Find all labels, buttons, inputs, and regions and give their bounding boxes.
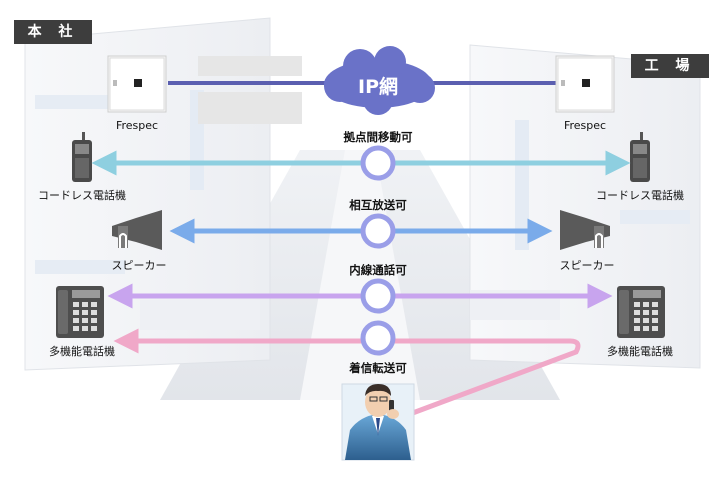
businessman-on-phone-icon	[341, 383, 415, 461]
cordless-phone-left-label: コードレス電話機	[38, 189, 126, 202]
feature-extension-call-label: 内線通話可	[349, 263, 407, 277]
frespec-left-label: Frespec	[115, 119, 159, 132]
feature-broadcast-label: 相互放送可	[349, 198, 407, 212]
cordless-phone-right-label: コードレス電話機	[596, 189, 684, 202]
cordless-phone-right-icon	[630, 132, 650, 182]
ring-roaming	[360, 145, 396, 181]
frespec-device-left-icon	[107, 55, 167, 113]
feature-roaming-label: 拠点間移動可	[343, 130, 413, 144]
multifunction-phone-right-icon	[617, 286, 665, 338]
ring-broadcast	[360, 213, 396, 249]
placeholder-box	[198, 56, 302, 76]
multifunction-phone-left-icon	[56, 286, 104, 338]
site-tag-headquarters: 本 社	[14, 20, 92, 44]
speaker-right-icon	[560, 210, 610, 250]
speaker-left-icon	[112, 210, 162, 250]
frespec-device-right-icon	[555, 55, 615, 113]
ip-cloud-icon	[324, 46, 435, 115]
placeholder-box	[198, 92, 302, 124]
ip-network-label: IP網	[358, 76, 398, 98]
multifunction-phone-right-label: 多機能電話機	[607, 345, 673, 358]
cordless-phone-left-icon	[72, 132, 92, 182]
frespec-right-label: Frespec	[563, 119, 607, 132]
speaker-left-label: スピーカー	[111, 259, 167, 272]
ring-call-forwarding	[360, 320, 396, 356]
site-tag-factory: 工 場	[631, 54, 709, 78]
connection-rings	[360, 145, 396, 356]
arrow-call-forwarding	[113, 328, 581, 417]
multifunction-phone-left-label: 多機能電話機	[49, 345, 115, 358]
feature-call-forwarding-label: 着信転送可	[349, 361, 407, 375]
ring-extension-call	[360, 278, 396, 314]
speaker-right-label: スピーカー	[559, 259, 615, 272]
